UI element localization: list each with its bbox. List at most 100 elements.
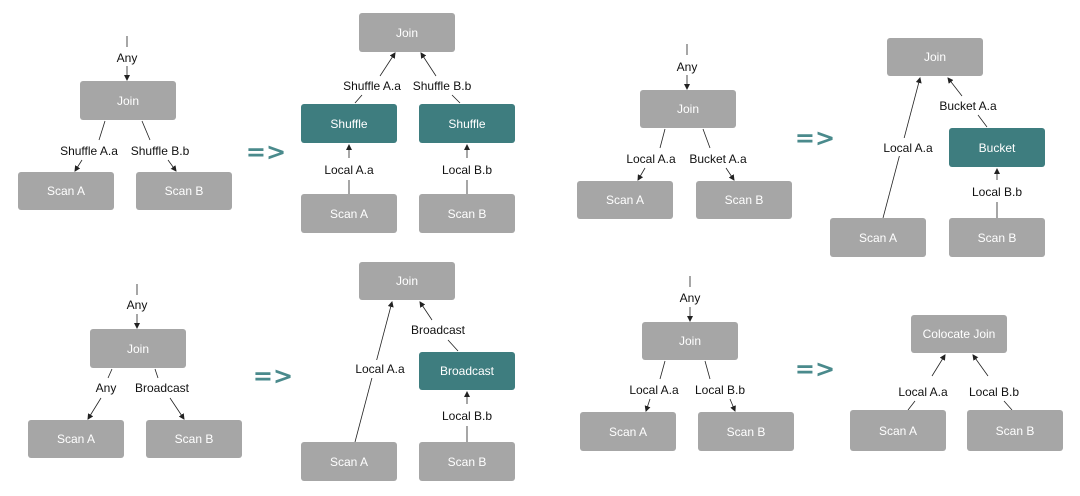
svg-text:Scan A: Scan A: [47, 184, 85, 198]
svg-text:Scan A: Scan A: [606, 193, 644, 207]
edge-label-local-a: Local A.a: [324, 163, 374, 177]
svg-text:Scan A: Scan A: [859, 231, 897, 245]
edge-label-local-b: Local B.b: [442, 409, 492, 423]
shuffle-exchange-node: Shuffle: [419, 104, 515, 143]
edge-label-any: Any: [680, 291, 701, 305]
edge: [74, 159, 83, 172]
transform-arrow: =>: [795, 355, 835, 383]
svg-text:Scan B: Scan B: [448, 207, 487, 221]
scan-b-node: Scan B: [136, 172, 232, 210]
svg-text:Scan A: Scan A: [330, 207, 368, 221]
join-node: Join: [887, 38, 983, 76]
bucket-exchange-node: Bucket: [949, 128, 1045, 167]
scan-b-node: Scan B: [949, 218, 1045, 257]
svg-text:Join: Join: [679, 334, 701, 348]
edge: [729, 398, 736, 412]
edge: [167, 159, 177, 172]
edge-label-local-b: Local B.b: [442, 163, 492, 177]
edge: [379, 52, 396, 77]
svg-text:Scan B: Scan B: [727, 425, 766, 439]
edge-label-broadcast: Broadcast: [135, 381, 190, 395]
join-node: Join: [359, 13, 455, 52]
join-node: Join: [359, 262, 455, 300]
join-node: Join: [90, 329, 186, 368]
transform-arrow: =>: [795, 124, 835, 152]
svg-text:Shuffle: Shuffle: [330, 117, 367, 131]
svg-text:Broadcast: Broadcast: [440, 364, 495, 378]
scan-a-node: Scan A: [580, 412, 676, 451]
edge-label-local-a: Local A.a: [355, 362, 405, 376]
edge: [644, 398, 651, 412]
edge: [154, 368, 159, 379]
panel-broadcast-before: Any Join Any Broadcast Scan A Scan B: [28, 284, 242, 458]
edge-label-local-b: Local B.b: [972, 185, 1022, 199]
svg-text:Join: Join: [396, 26, 418, 40]
edge: [659, 128, 666, 149]
edge-label-local-b: Local B.b: [969, 385, 1019, 399]
edge-label-broadcast: Broadcast: [411, 323, 466, 337]
scan-b-node: Scan B: [419, 442, 515, 481]
shuffle-exchange-node: Shuffle: [301, 104, 397, 143]
svg-text:Join: Join: [127, 342, 149, 356]
svg-text:Join: Join: [677, 102, 699, 116]
panel-bucket-before: Any Join Local A.a Bucket A.a Scan A Sca…: [577, 44, 792, 219]
join-node: Join: [640, 90, 736, 128]
svg-text:Colocate Join: Colocate Join: [923, 327, 996, 341]
svg-text:Join: Join: [117, 94, 139, 108]
scan-b-node: Scan B: [967, 410, 1063, 451]
colocate-join-node: Colocate Join: [911, 315, 1007, 353]
svg-text:Scan B: Scan B: [978, 231, 1017, 245]
edge: [98, 120, 106, 141]
edge-label-bucket-a: Bucket A.a: [689, 152, 747, 166]
transform-arrow: =>: [246, 138, 286, 166]
edge: [637, 167, 646, 181]
svg-text:Scan B: Scan B: [996, 424, 1035, 438]
svg-text:Scan B: Scan B: [175, 432, 214, 446]
edge: [702, 128, 711, 149]
edge-label-any: Any: [117, 51, 138, 65]
edge-label-local-a: Local A.a: [626, 152, 676, 166]
scan-a-node: Scan A: [301, 442, 397, 481]
edge: [907, 400, 916, 411]
edge-label-bucket-a: Bucket A.a: [939, 99, 997, 113]
edge-label-shuffle-a: Shuffle A.a: [343, 79, 401, 93]
edge-label-local-b: Local B.b: [695, 383, 745, 397]
svg-text:Scan B: Scan B: [725, 193, 764, 207]
edge: [419, 301, 433, 321]
edge: [931, 354, 946, 377]
scan-a-node: Scan A: [18, 172, 114, 210]
edge-label-any: Any: [127, 298, 148, 312]
scan-a-node: Scan A: [850, 410, 946, 451]
edge: [451, 94, 461, 104]
edge: [354, 94, 363, 104]
edge-label-local-a: Local A.a: [898, 385, 948, 399]
transform-arrow: =>: [253, 362, 293, 390]
svg-text:Scan A: Scan A: [609, 425, 647, 439]
edge: [659, 360, 666, 380]
join-node: Join: [80, 81, 176, 120]
edge: [447, 339, 459, 352]
svg-text:Scan A: Scan A: [57, 432, 95, 446]
edge: [704, 360, 711, 380]
svg-text:Join: Join: [924, 50, 946, 64]
edge-label-local-a: Local A.a: [629, 383, 679, 397]
scan-b-node: Scan B: [146, 420, 242, 458]
scan-a-node: Scan A: [577, 181, 673, 219]
edge: [725, 167, 735, 181]
edge: [977, 114, 988, 128]
svg-text:Shuffle: Shuffle: [448, 117, 485, 131]
scan-b-node: Scan B: [696, 181, 792, 219]
svg-text:Join: Join: [396, 274, 418, 288]
svg-text:Scan B: Scan B: [165, 184, 204, 198]
scan-a-node: Scan A: [301, 194, 397, 233]
svg-text:Scan B: Scan B: [448, 455, 487, 469]
panel-colocate-after: Colocate Join Local A.a Local B.b Scan A…: [850, 315, 1063, 451]
edge: [972, 354, 989, 377]
join-node: Join: [642, 322, 738, 360]
scan-b-node: Scan B: [698, 412, 794, 451]
edge-label-shuffle-b: Shuffle B.b: [131, 144, 190, 158]
edge-label-shuffle-a: Shuffle A.a: [60, 144, 118, 158]
edge: [420, 52, 437, 77]
edge-label-any: Any: [677, 60, 698, 74]
